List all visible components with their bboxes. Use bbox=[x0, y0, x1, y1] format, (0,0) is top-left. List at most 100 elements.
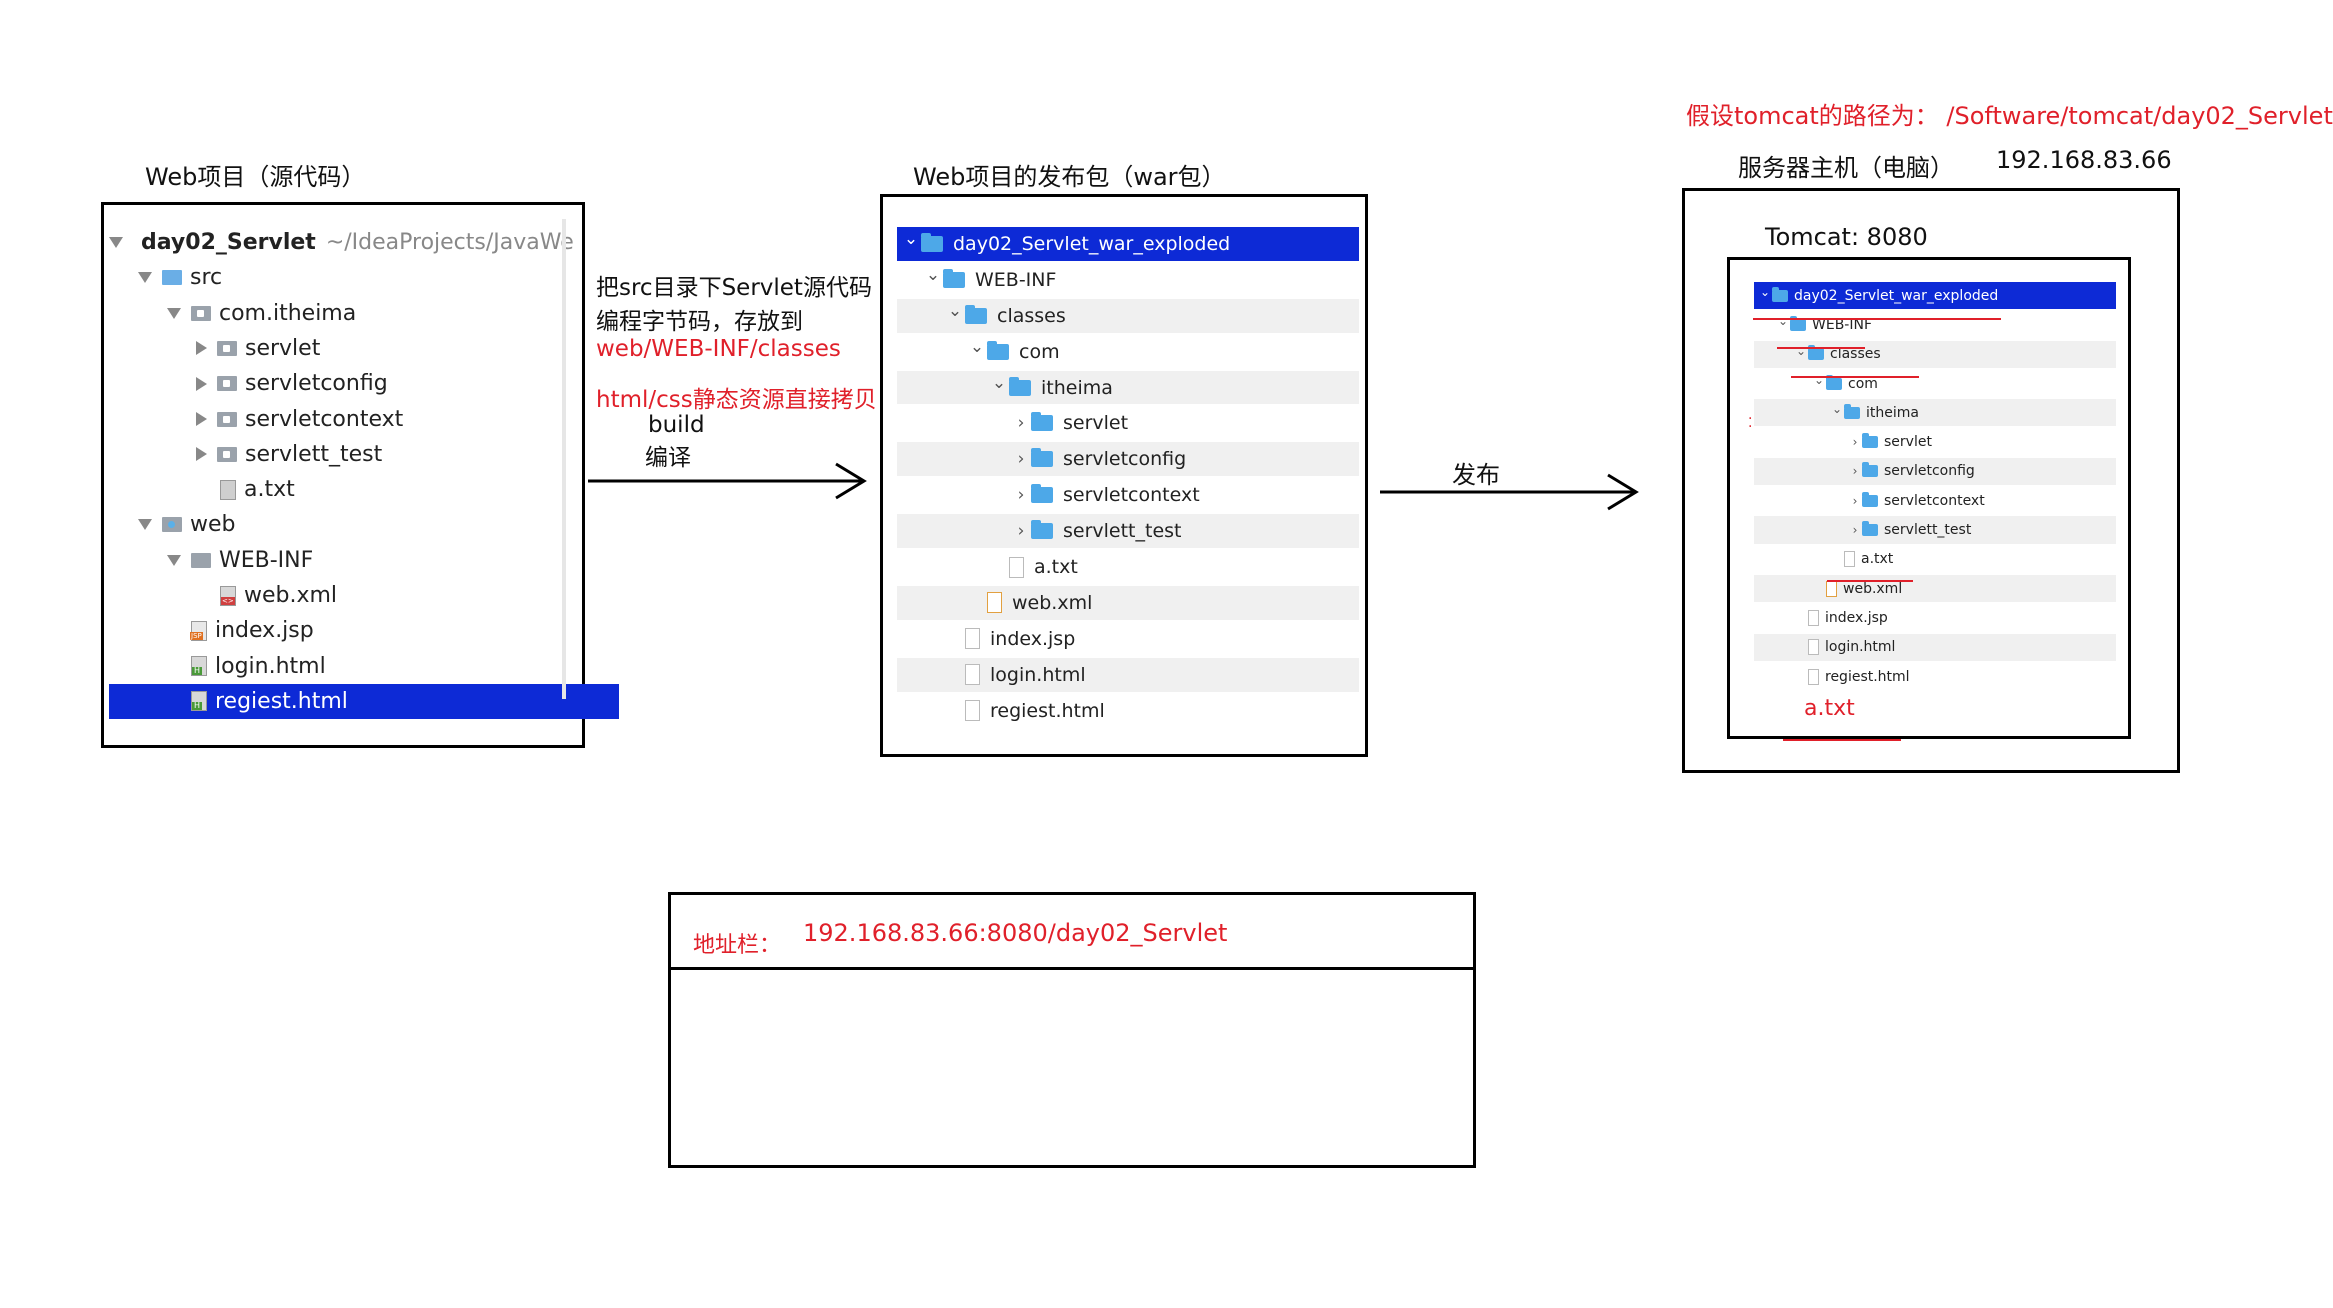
server-tree-item-12[interactable]: login.html bbox=[1754, 633, 2116, 661]
document-icon bbox=[1808, 609, 1819, 626]
disclosure-open-icon[interactable]: ⌄ bbox=[947, 300, 963, 321]
server-tree-item-9[interactable]: a.txt bbox=[1754, 546, 2116, 573]
server-tree-item-11[interactable]: index.jsp bbox=[1754, 604, 2116, 631]
server-tree-item-13[interactable]: regiest.html bbox=[1754, 663, 2116, 690]
war-tree-item-label: itheima bbox=[1041, 376, 1113, 399]
disclosure-open-icon[interactable]: ⌄ bbox=[925, 265, 941, 286]
expanded-triangle-icon[interactable] bbox=[138, 519, 152, 531]
expanded-triangle-icon[interactable] bbox=[167, 554, 181, 566]
disclosure-open-icon[interactable]: ⌄ bbox=[969, 336, 985, 357]
collapsed-triangle-icon[interactable] bbox=[196, 447, 207, 462]
disclosure-open-icon[interactable]: ⌄ bbox=[1795, 343, 1807, 358]
build-note-line1: 把src目录下Servlet源代码 bbox=[596, 275, 872, 301]
war-tree-item-5[interactable]: › servlet bbox=[897, 407, 1359, 441]
war-tree-item-0[interactable]: ⌄day02_Servlet_war_exploded bbox=[897, 227, 1359, 261]
server-tree-item-6[interactable]: ›servletconfig bbox=[1754, 457, 2116, 486]
disclosure-open-icon[interactable]: ⌄ bbox=[1831, 402, 1843, 417]
war-tree-item-1[interactable]: ⌄ WEB-INF bbox=[897, 263, 1359, 297]
address-bar-url[interactable]: 192.168.83.66:8080/day02_Servlet bbox=[803, 919, 1228, 947]
build-note-line4: html/css静态资源直接拷贝 bbox=[596, 387, 877, 413]
server-tree-item-label: day02_Servlet_war_exploded bbox=[1794, 287, 1999, 304]
scrollbar[interactable] bbox=[562, 219, 566, 699]
war-tree-item-6[interactable]: ›servletconfig bbox=[897, 442, 1359, 477]
server-tree-item-label: a.txt bbox=[1861, 551, 1894, 568]
document-icon bbox=[1808, 668, 1819, 685]
disclosure-closed-icon[interactable]: › bbox=[1017, 485, 1025, 506]
folder-icon bbox=[1862, 491, 1878, 507]
expanded-triangle-icon[interactable] bbox=[138, 272, 152, 284]
disclosure-closed-icon[interactable]: › bbox=[1017, 449, 1025, 470]
disclosure-closed-icon[interactable]: › bbox=[1852, 523, 1858, 538]
source-tree-item-9[interactable]: WEB-INF bbox=[109, 543, 607, 578]
source-tree-item-12[interactable]: login.html bbox=[109, 649, 607, 684]
source-tree-item-label: src bbox=[190, 265, 223, 291]
disclosure-closed-icon[interactable]: › bbox=[1852, 464, 1858, 479]
war-tree-item-label: servlet bbox=[1063, 412, 1129, 435]
disclosure-open-icon[interactable]: ⌄ bbox=[903, 229, 919, 250]
tomcat-label: Tomcat: 8080 bbox=[1765, 223, 1928, 251]
war-tree-item-11[interactable]: index.jsp bbox=[897, 622, 1359, 656]
compile-label: 编译 bbox=[645, 445, 691, 471]
folder-icon bbox=[987, 340, 1009, 360]
collapsed-triangle-icon[interactable] bbox=[196, 341, 207, 356]
source-tree-item-3[interactable]: servlet bbox=[109, 331, 636, 366]
server-tree-item-8[interactable]: ›servlett_test bbox=[1754, 516, 2116, 544]
war-tree-item-label: com bbox=[1019, 340, 1060, 363]
server-tree-item-7[interactable]: ›servletcontext bbox=[1754, 487, 2116, 514]
server-tree-item-5[interactable]: ›servlet bbox=[1754, 429, 2116, 456]
folder-icon bbox=[1790, 315, 1806, 331]
war-tree-item-7[interactable]: ›servletcontext bbox=[897, 478, 1359, 512]
tomcat-panel: ⌄ day02_Servlet_war_exploded ⌄WEB-INF⌄clas… bbox=[1727, 257, 2131, 739]
war-tree-item-4[interactable]: ⌄ itheima bbox=[897, 370, 1359, 405]
server-tree-item-2[interactable]: ⌄classes bbox=[1754, 340, 2116, 368]
disclosure-closed-icon[interactable]: › bbox=[1852, 435, 1858, 450]
disclosure-open-icon[interactable]: ⌄ bbox=[1759, 285, 1771, 300]
server-tree-item-label: index.jsp bbox=[1825, 609, 1888, 626]
source-tree-item-1[interactable]: src bbox=[109, 260, 578, 295]
source-tree-item-0[interactable]: day02_Servlet~/IdeaProjects/JavaWe bbox=[109, 225, 574, 260]
document-icon bbox=[965, 628, 980, 650]
war-tree-item-9[interactable]: a.txt bbox=[897, 550, 1359, 584]
server-panel-caption: 服务器主机（电脑） bbox=[1738, 154, 1954, 182]
collapsed-triangle-icon[interactable] bbox=[196, 412, 207, 426]
package-icon bbox=[217, 446, 237, 462]
source-tree-item-13[interactable]: regiest.html bbox=[109, 683, 619, 719]
document-icon bbox=[1844, 551, 1855, 568]
disclosure-open-icon[interactable]: ⌄ bbox=[991, 372, 1007, 393]
war-tree-item-12[interactable]: login.html bbox=[897, 657, 1359, 692]
server-tree-item-3[interactable]: ⌄com bbox=[1754, 370, 2116, 397]
disclosure-open-icon[interactable]: ⌄ bbox=[1777, 314, 1789, 329]
build-arrow bbox=[588, 462, 867, 500]
war-tree-item-10[interactable]: web.xml bbox=[897, 586, 1359, 620]
server-tree-item-0[interactable]: ⌄ day02_Servlet_war_exploded bbox=[1754, 282, 2116, 310]
source-tree-item-10[interactable]: web.xml bbox=[109, 578, 636, 613]
package-icon bbox=[191, 305, 211, 321]
collapsed-triangle-icon[interactable] bbox=[196, 376, 207, 391]
source-tree-item-6[interactable]: servlett_test bbox=[109, 437, 636, 472]
war-tree-item-13[interactable]: regiest.html bbox=[897, 694, 1359, 728]
disclosure-closed-icon[interactable]: › bbox=[1017, 521, 1025, 542]
war-tree-item-2[interactable]: ⌄classes bbox=[897, 298, 1359, 333]
server-tree-item-10[interactable]: web.xml bbox=[1754, 575, 2116, 603]
source-tree-item-label: servletconfig bbox=[245, 371, 388, 397]
source-tree-item-label: servletcontext bbox=[245, 406, 404, 432]
address-bar[interactable]: 地址栏： 192.168.83.66:8080/day02_Servlet bbox=[671, 895, 1473, 970]
war-tree-item-8[interactable]: ›servlett_test bbox=[897, 514, 1359, 549]
war-tree-item-3[interactable]: ⌄ com bbox=[897, 335, 1359, 369]
disclosure-open-icon[interactable]: ⌄ bbox=[1813, 373, 1825, 388]
source-tree-item-4[interactable]: servletconfig bbox=[109, 366, 636, 401]
server-tree-item-1[interactable]: ⌄WEB-INF bbox=[1754, 311, 2116, 338]
source-tree-item-2[interactable]: com.itheima bbox=[109, 296, 607, 331]
underline-classes bbox=[1791, 376, 1919, 378]
source-tree-item-8[interactable]: web bbox=[109, 507, 578, 542]
expanded-triangle-icon[interactable] bbox=[167, 307, 181, 319]
expanded-triangle-icon[interactable] bbox=[109, 237, 123, 248]
source-tree-item-7[interactable]: a.txt bbox=[109, 472, 636, 507]
source-tree-item-5[interactable]: servletcontext bbox=[109, 402, 636, 437]
source-tree-item-11[interactable]: index.jsp bbox=[109, 613, 607, 648]
server-tree-item-4[interactable]: ⌄itheima bbox=[1754, 399, 2116, 427]
disclosure-closed-icon[interactable]: › bbox=[1017, 413, 1025, 434]
disclosure-closed-icon[interactable]: › bbox=[1852, 493, 1858, 508]
folder-icon bbox=[1808, 345, 1824, 361]
war-tree-item-label: WEB-INF bbox=[975, 268, 1057, 291]
